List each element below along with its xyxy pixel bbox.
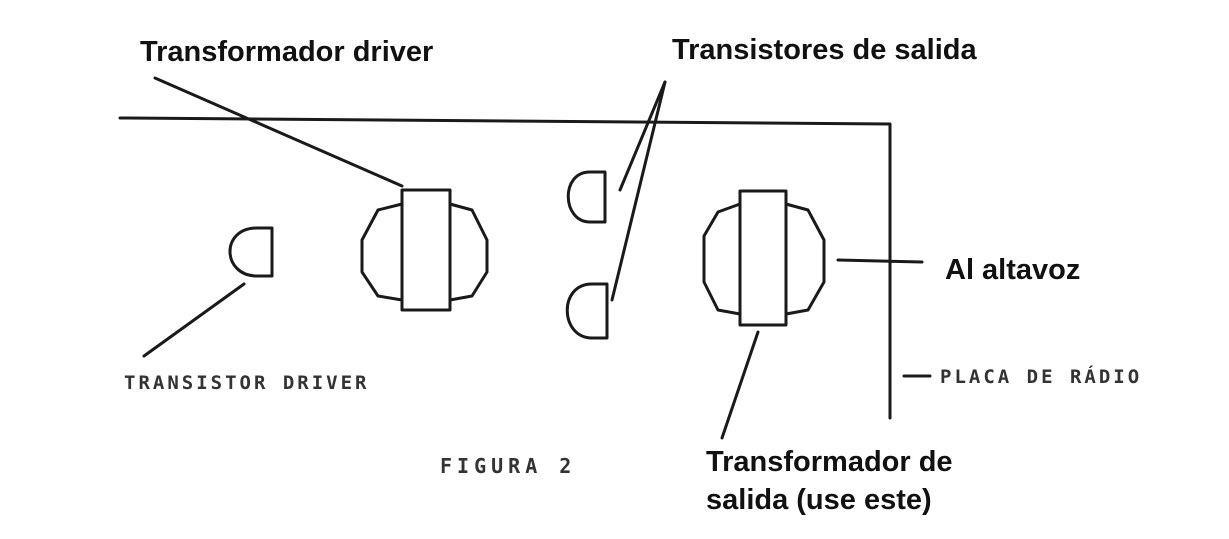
radio-board-outline: [118, 116, 892, 420]
label-transistor-driver: TRANSISTOR DRIVER: [124, 372, 370, 394]
label-transformador-driver: Transformador driver: [140, 36, 434, 68]
label-transformador-salida-line2: salida (use este): [706, 484, 932, 516]
driver-transformer-shape: [360, 188, 489, 312]
leader-transistores-top: [618, 80, 667, 192]
driver-transistor-shape: [228, 226, 274, 278]
leader-transformador-driver: [153, 76, 404, 188]
leader-transistores-bottom: [610, 80, 667, 302]
leader-al-altavoz: [836, 258, 924, 264]
leader-transformador-salida: [720, 330, 760, 440]
output-transistor-top-shape: [566, 170, 607, 224]
label-figura: FIGURA 2: [440, 454, 577, 478]
label-transistores-salida: Transistores de salida: [672, 34, 977, 66]
label-al-altavoz: Al altavoz: [945, 254, 1081, 286]
output-transformer-shape: [702, 189, 826, 327]
label-placa-radio: PLACA DE RÁDIO: [940, 366, 1143, 388]
output-transistor-bottom-shape: [565, 282, 609, 340]
leader-transistor-driver: [142, 282, 246, 358]
label-transformador-salida-line1: Transformador de: [706, 446, 953, 478]
